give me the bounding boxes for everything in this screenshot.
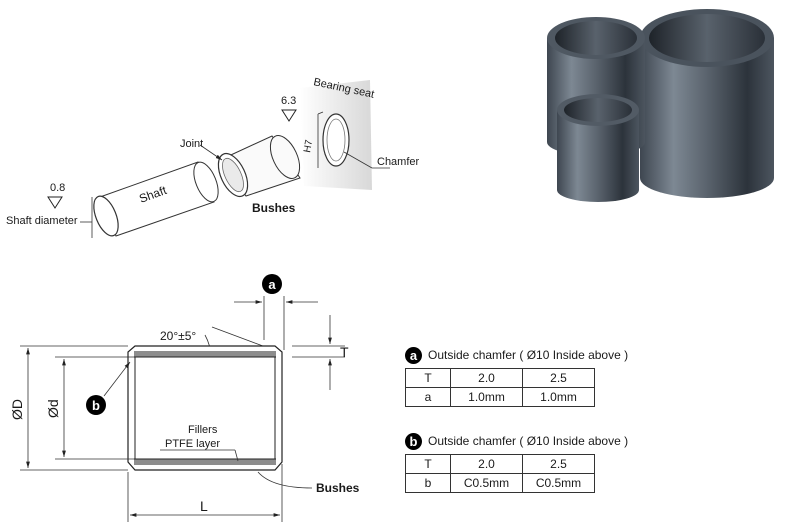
length-label: L	[200, 498, 208, 514]
table-row: a 1.0mm 1.0mm	[405, 387, 595, 407]
table-cell: T	[405, 368, 451, 388]
chamfer-table-a-title-row: a Outside chamfer ( Ø10 Inside above )	[405, 346, 628, 364]
chamfer-table-b-grid: T 2.0 2.5 b C0.5mm C0.5mm	[405, 454, 595, 493]
section-drawing: a 20°±5° T ØD	[9, 274, 360, 522]
exploded-assembly: H7 6.3 Bearing seat Chamfer Bushes Joint…	[6, 76, 420, 238]
outer-diameter-label: ØD	[9, 399, 25, 420]
table-cell: 2.0	[450, 368, 523, 388]
roughness-seat-value: 6.3	[281, 95, 296, 107]
table-row: b C0.5mm C0.5mm	[405, 473, 595, 493]
marker-a-badge: a	[405, 346, 422, 364]
ptfe-layer-bottom	[134, 459, 276, 465]
table-cell: 1.0mm	[522, 387, 595, 407]
marker-b-text: b	[92, 398, 100, 413]
chamfer-table-a-title: Outside chamfer ( Ø10 Inside above )	[428, 348, 629, 362]
marker-b	[86, 395, 106, 415]
table-cell: b	[405, 473, 451, 493]
chamfer-table-a-grid: T 2.0 2.5 a 1.0mm 1.0mm	[405, 368, 595, 407]
ptfe-label: PTFE layer	[165, 438, 220, 450]
bushes-label-top: Bushes	[252, 201, 296, 215]
roughness-seat-icon	[281, 109, 297, 122]
table-cell: C0.5mm	[450, 473, 523, 493]
thickness-label: T	[340, 344, 349, 360]
table-row: T 2.0 2.5	[405, 368, 595, 388]
table-cell: 2.5	[522, 454, 595, 474]
shaft-diameter-label: Shaft diameter	[6, 215, 78, 227]
table-cell: 2.5	[522, 368, 595, 388]
tolerance-label: H7	[302, 139, 315, 154]
roughness-shaft-value: 0.8	[50, 182, 65, 194]
ptfe-layer-top	[134, 351, 276, 357]
table-cell: 2.0	[450, 454, 523, 474]
bushes-label-section: Bushes	[316, 481, 360, 495]
inner-diameter-label: Ød	[45, 399, 61, 418]
fillers-label: Fillers	[188, 424, 218, 436]
bearing-seat-hole	[322, 113, 350, 167]
table-cell: a	[405, 387, 451, 407]
chamfer-table-b-title: Outside chamfer ( Ø10 Inside above )	[428, 434, 629, 448]
marker-a	[262, 274, 282, 294]
chamfer-table-b: b Outside chamfer ( Ø10 Inside above ) T…	[405, 432, 628, 493]
chamfer-table-b-title-row: b Outside chamfer ( Ø10 Inside above )	[405, 432, 628, 450]
marker-b-badge: b	[405, 432, 422, 450]
shaft-end	[93, 195, 119, 237]
joint-label: Joint	[180, 138, 203, 150]
chamfer-label: Chamfer	[377, 156, 420, 168]
table-cell: T	[405, 454, 451, 474]
marker-a-text: a	[268, 277, 276, 292]
chamfer-table-a: a Outside chamfer ( Ø10 Inside above ) T…	[405, 346, 628, 407]
roughness-shaft-icon	[47, 196, 63, 209]
bushings-render	[547, 9, 774, 202]
table-cell: 1.0mm	[450, 387, 523, 407]
table-cell: C0.5mm	[522, 473, 595, 493]
angle-label: 20°±5°	[160, 329, 196, 343]
table-row: T 2.0 2.5	[405, 454, 595, 474]
bush-section-outline	[127, 345, 283, 471]
